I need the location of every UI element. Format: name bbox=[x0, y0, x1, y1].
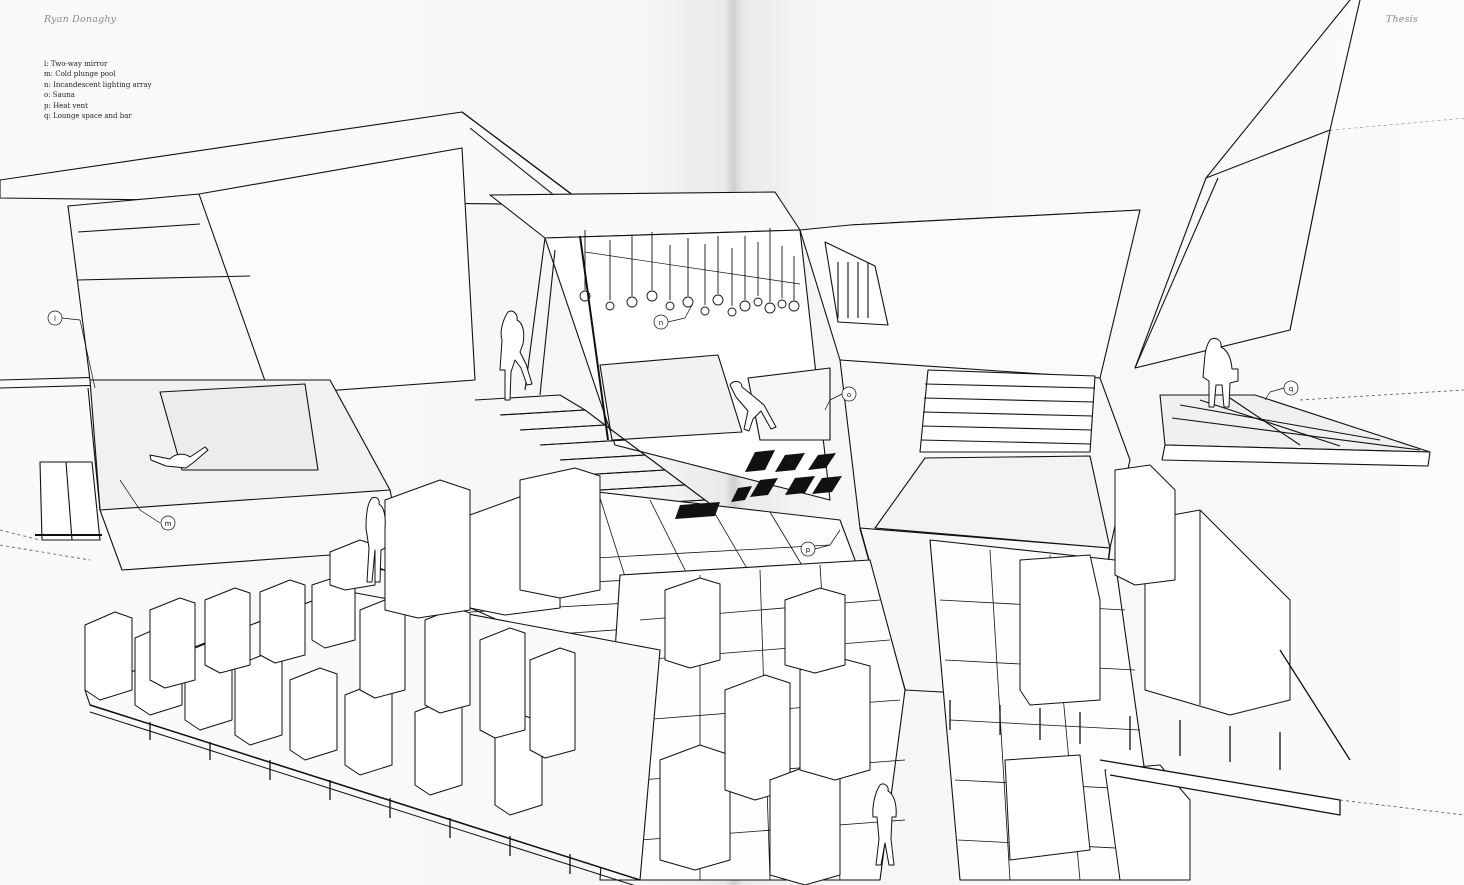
callout-n bbox=[653, 304, 693, 330]
callout-l bbox=[47, 310, 96, 389]
callout-o bbox=[824, 386, 857, 411]
callout-p bbox=[800, 529, 841, 557]
person-climbing-stair bbox=[499, 310, 533, 401]
person-reclining bbox=[729, 380, 777, 432]
lounge-platform bbox=[1159, 394, 1431, 467]
callout-p-letter: p bbox=[806, 546, 811, 554]
person-walking-lower bbox=[872, 783, 897, 866]
mirror-room bbox=[35, 147, 476, 571]
rack-block-right bbox=[1004, 464, 1291, 881]
central-stair-volume bbox=[474, 191, 831, 521]
server-racks bbox=[84, 464, 1291, 885]
callout-markers: l m n o p q bbox=[47, 304, 1299, 557]
person-standing bbox=[365, 496, 386, 583]
person-swimming bbox=[149, 446, 209, 469]
support-columns bbox=[949, 649, 1351, 816]
person-seated-lounge bbox=[1202, 337, 1239, 408]
heat-vents bbox=[675, 450, 842, 519]
callout-n-letter: n bbox=[659, 319, 663, 327]
legend-key: l: Two-way mirror m: Cold plunge pool n:… bbox=[44, 59, 152, 121]
rack-row-centre bbox=[659, 577, 871, 885]
author-running-head: Ryan Donaghy bbox=[44, 14, 117, 25]
legend-item-q: q: Lounge space and bar bbox=[44, 112, 132, 121]
rack-block-upper bbox=[329, 467, 601, 619]
sauna-volume bbox=[799, 209, 1141, 701]
callout-m bbox=[119, 479, 176, 531]
legend-item-l: l: Two-way mirror bbox=[44, 60, 108, 68]
callout-m-letter: m bbox=[165, 520, 172, 528]
callout-q-letter: q bbox=[1289, 385, 1293, 393]
incandescent-lighting-array bbox=[579, 228, 801, 317]
pendant-bulbs bbox=[579, 228, 800, 317]
callout-o-letter: o bbox=[847, 391, 851, 399]
legend-item-n: n: Incandescent lighting array bbox=[44, 80, 152, 89]
legend-item-p: p: Heat vent bbox=[44, 101, 88, 110]
callout-l-letter: l bbox=[54, 315, 56, 323]
rack-row-left-back bbox=[149, 574, 576, 759]
legend-item-m: m: Cold plunge pool bbox=[44, 70, 116, 79]
human-figures bbox=[149, 310, 1239, 866]
callout-q bbox=[1264, 380, 1299, 401]
legend-item-o: o: Sauna bbox=[44, 91, 75, 100]
section-running-head: Thesis bbox=[1385, 14, 1418, 25]
rack-row-left-front bbox=[84, 611, 543, 816]
